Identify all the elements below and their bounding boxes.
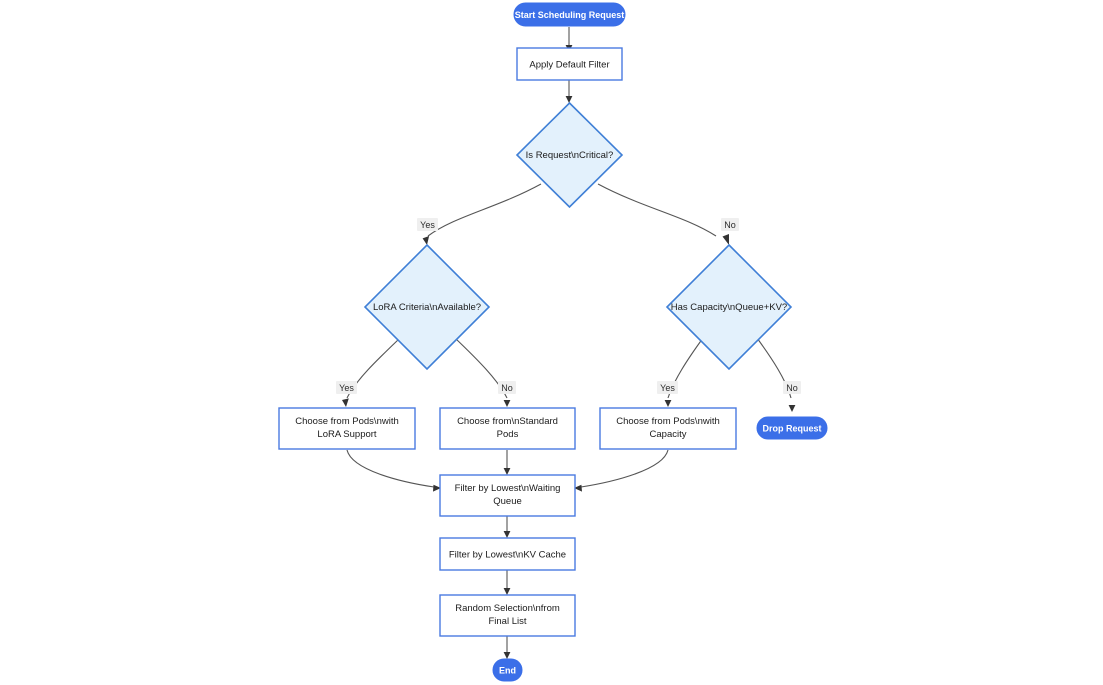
node-drop-request[interactable]: Drop Request	[756, 416, 828, 440]
edge-label-lora-yes: Yes	[336, 381, 357, 394]
node-label: LoRA Criteria\nAvailable?	[373, 302, 481, 313]
node-is-request-critical[interactable]: Is Request\nCritical?	[515, 101, 624, 209]
edge-label-critical-no: No	[721, 218, 739, 231]
node-label: Drop Request	[762, 424, 821, 434]
node-shape-process[interactable]	[278, 407, 416, 450]
node-label-line-1: Choose from\nStandard	[457, 416, 558, 427]
edge-random-selection-to-end	[503, 636, 511, 659]
node-shape-process[interactable]	[439, 594, 576, 637]
node-shape-process[interactable]	[439, 537, 576, 571]
edge-label-text: No	[786, 383, 798, 393]
node-layer: Start Scheduling Request Apply Default F…	[278, 2, 828, 682]
node-end[interactable]: End	[492, 658, 523, 682]
edge-label-layer: Yes No Yes No Yes No	[336, 218, 801, 394]
edge-pods-cap-to-filter-queue	[574, 449, 669, 492]
edge-lora-to-pods-lora	[342, 337, 401, 407]
edge-filter-kv-to-random-selection	[503, 570, 511, 595]
edge-label-text: Yes	[660, 383, 675, 393]
node-shape-process[interactable]	[599, 407, 737, 450]
edge-is-critical-to-has-capacity	[597, 183, 729, 245]
node-choose-from-pods-with-capacity[interactable]: Choose from Pods\nwith Capacity	[599, 407, 737, 450]
node-start-scheduling-request[interactable]: Start Scheduling Request	[513, 2, 626, 27]
node-label: Has Capacity\nQueue+KV?	[671, 302, 787, 313]
edge-is-critical-to-lora	[422, 183, 542, 245]
edge-label-text: Yes	[420, 220, 435, 230]
edge-label-text: No	[501, 383, 513, 393]
edge-label-text: Yes	[339, 383, 354, 393]
edge-label-text: No	[724, 220, 736, 230]
node-label-line-1: Filter by Lowest\nWaiting	[455, 483, 561, 494]
node-label-line-1: Choose from Pods\nwith	[295, 416, 399, 427]
node-shape-terminator[interactable]	[756, 416, 828, 440]
node-label: Is Request\nCritical?	[526, 150, 614, 161]
edge-has-capacity-to-drop	[756, 337, 796, 412]
node-shape-decision[interactable]	[515, 101, 624, 209]
node-shape-process[interactable]	[439, 474, 576, 517]
node-label: Start Scheduling Request	[515, 10, 625, 20]
edge-pods-lora-to-filter-queue	[346, 449, 441, 492]
node-shape-terminator[interactable]	[513, 2, 626, 27]
edge-label-critical-yes: Yes	[417, 218, 438, 231]
node-lora-criteria-available[interactable]: LoRA Criteria\nAvailable?	[363, 243, 491, 371]
node-choose-from-pods-with-lora-support[interactable]: Choose from Pods\nwith LoRA Support	[278, 407, 416, 450]
node-filter-by-lowest-kv-cache[interactable]: Filter by Lowest\nKV Cache	[439, 537, 576, 571]
edge-label-capacity-no: No	[783, 381, 801, 394]
node-filter-by-lowest-waiting-queue[interactable]: Filter by Lowest\nWaiting Queue	[439, 474, 576, 517]
node-label-line-2: Final List	[488, 616, 526, 627]
edge-pods-std-to-filter-queue	[503, 450, 511, 475]
node-label-line-2: Queue	[493, 496, 522, 507]
node-choose-from-standard-pods[interactable]: Choose from\nStandard Pods	[439, 407, 576, 450]
node-random-selection-from-final-list[interactable]: Random Selection\nfrom Final List	[439, 594, 576, 637]
edge-lora-to-pods-std	[454, 337, 511, 407]
node-shape-process[interactable]	[439, 407, 576, 450]
node-has-capacity-queue-kv[interactable]: Has Capacity\nQueue+KV?	[665, 243, 793, 371]
edge-apply-filter-to-is-critical	[565, 80, 573, 103]
node-label-line-1: Random Selection\nfrom	[455, 603, 560, 614]
node-label: Filter by Lowest\nKV Cache	[449, 550, 566, 561]
node-label: Apply Default Filter	[529, 60, 609, 71]
edge-label-lora-no: No	[498, 381, 516, 394]
node-label-line-1: Choose from Pods\nwith	[616, 416, 720, 427]
node-shape-decision[interactable]	[665, 243, 793, 371]
node-label-line-2: LoRA Support	[317, 429, 377, 440]
node-shape-process[interactable]	[516, 47, 623, 81]
edge-label-capacity-yes: Yes	[657, 381, 678, 394]
edge-filter-queue-to-filter-kv	[503, 516, 511, 538]
node-apply-default-filter[interactable]: Apply Default Filter	[516, 47, 623, 81]
node-label-line-2: Capacity	[650, 429, 687, 440]
edge-has-capacity-to-pods-cap	[664, 337, 704, 407]
node-shape-terminator[interactable]	[492, 658, 523, 682]
node-label: End	[499, 666, 516, 676]
node-label-line-2: Pods	[497, 429, 519, 440]
node-shape-decision[interactable]	[363, 243, 491, 371]
